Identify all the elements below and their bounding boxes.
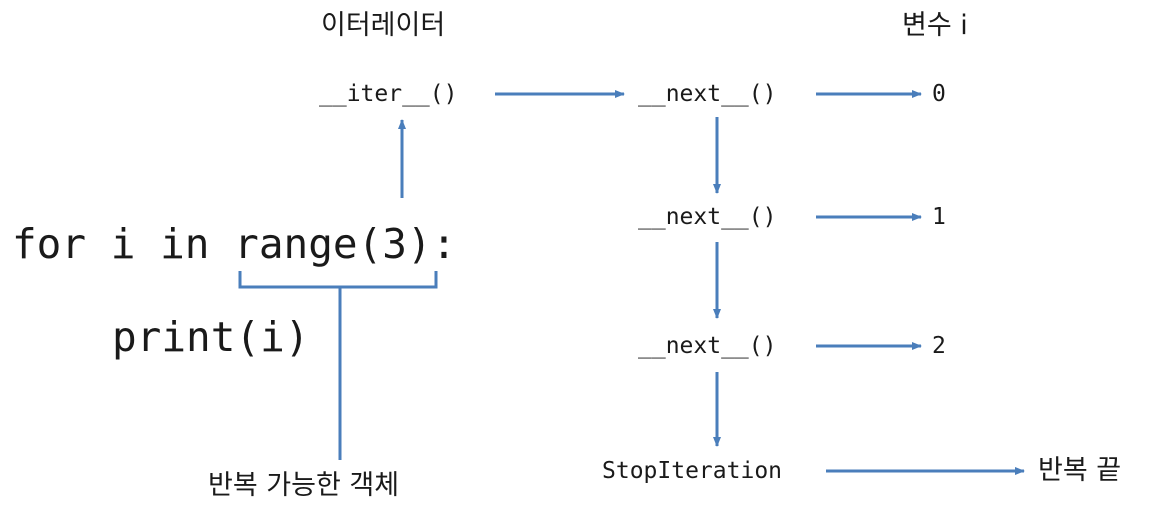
next-call-1: __next__() [638,81,777,107]
next-call-2: __next__() [638,204,777,230]
loop-end-label: 반복 끝 [1038,455,1122,486]
iter-call: __iter__() [319,81,458,107]
variable-header: 변수 i [902,10,968,41]
stop-iteration: StopIteration [602,458,783,484]
value-0: 0 [932,81,946,107]
print-line: print(i) [112,313,310,361]
value-2: 2 [932,333,946,359]
iterator-header: 이터레이터 [321,10,446,41]
value-1: 1 [932,204,946,230]
range-bracket [238,271,438,289]
next-call-3: __next__() [638,333,777,359]
for-loop-line: for i in range(3): [12,220,457,268]
iterable-label: 반복 가능한 객체 [208,470,400,501]
